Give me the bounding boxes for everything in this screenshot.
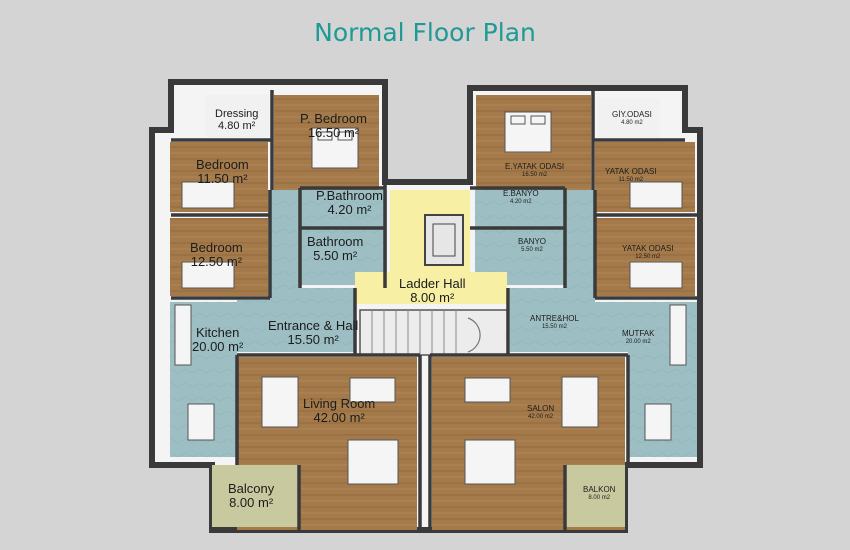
coffee-table-right [464, 439, 516, 485]
ladder-hall-floor [355, 272, 507, 304]
coffee-table-left [347, 439, 399, 485]
kitchen-table-right [644, 403, 672, 441]
right-kitchen-counter [669, 304, 687, 366]
dining-table-left [349, 377, 396, 403]
interior-walls [171, 90, 700, 530]
stair-core [355, 190, 509, 356]
right-bathrooms-floor [475, 190, 565, 285]
plan-title: Normal Floor Plan [314, 18, 536, 47]
bed-left-1 [181, 181, 235, 209]
left-balcony-floor [212, 465, 299, 527]
furniture [174, 111, 687, 485]
kitchen-table-left [187, 403, 215, 441]
sofa-left [261, 376, 299, 428]
right-hall-floor [510, 190, 595, 352]
bed-right-1 [629, 181, 683, 209]
stairwell [359, 309, 509, 356]
right-giy-floor [598, 98, 660, 138]
bed-right-2 [629, 261, 683, 289]
right-balcony-floor [565, 465, 625, 527]
elevator-shaft [424, 214, 464, 266]
bed-left-2 [181, 261, 235, 289]
left-kitchen-counter [174, 304, 192, 366]
left-dressing-floor [205, 95, 269, 137]
dining-table-right [464, 377, 511, 403]
sofa-right [561, 376, 599, 428]
